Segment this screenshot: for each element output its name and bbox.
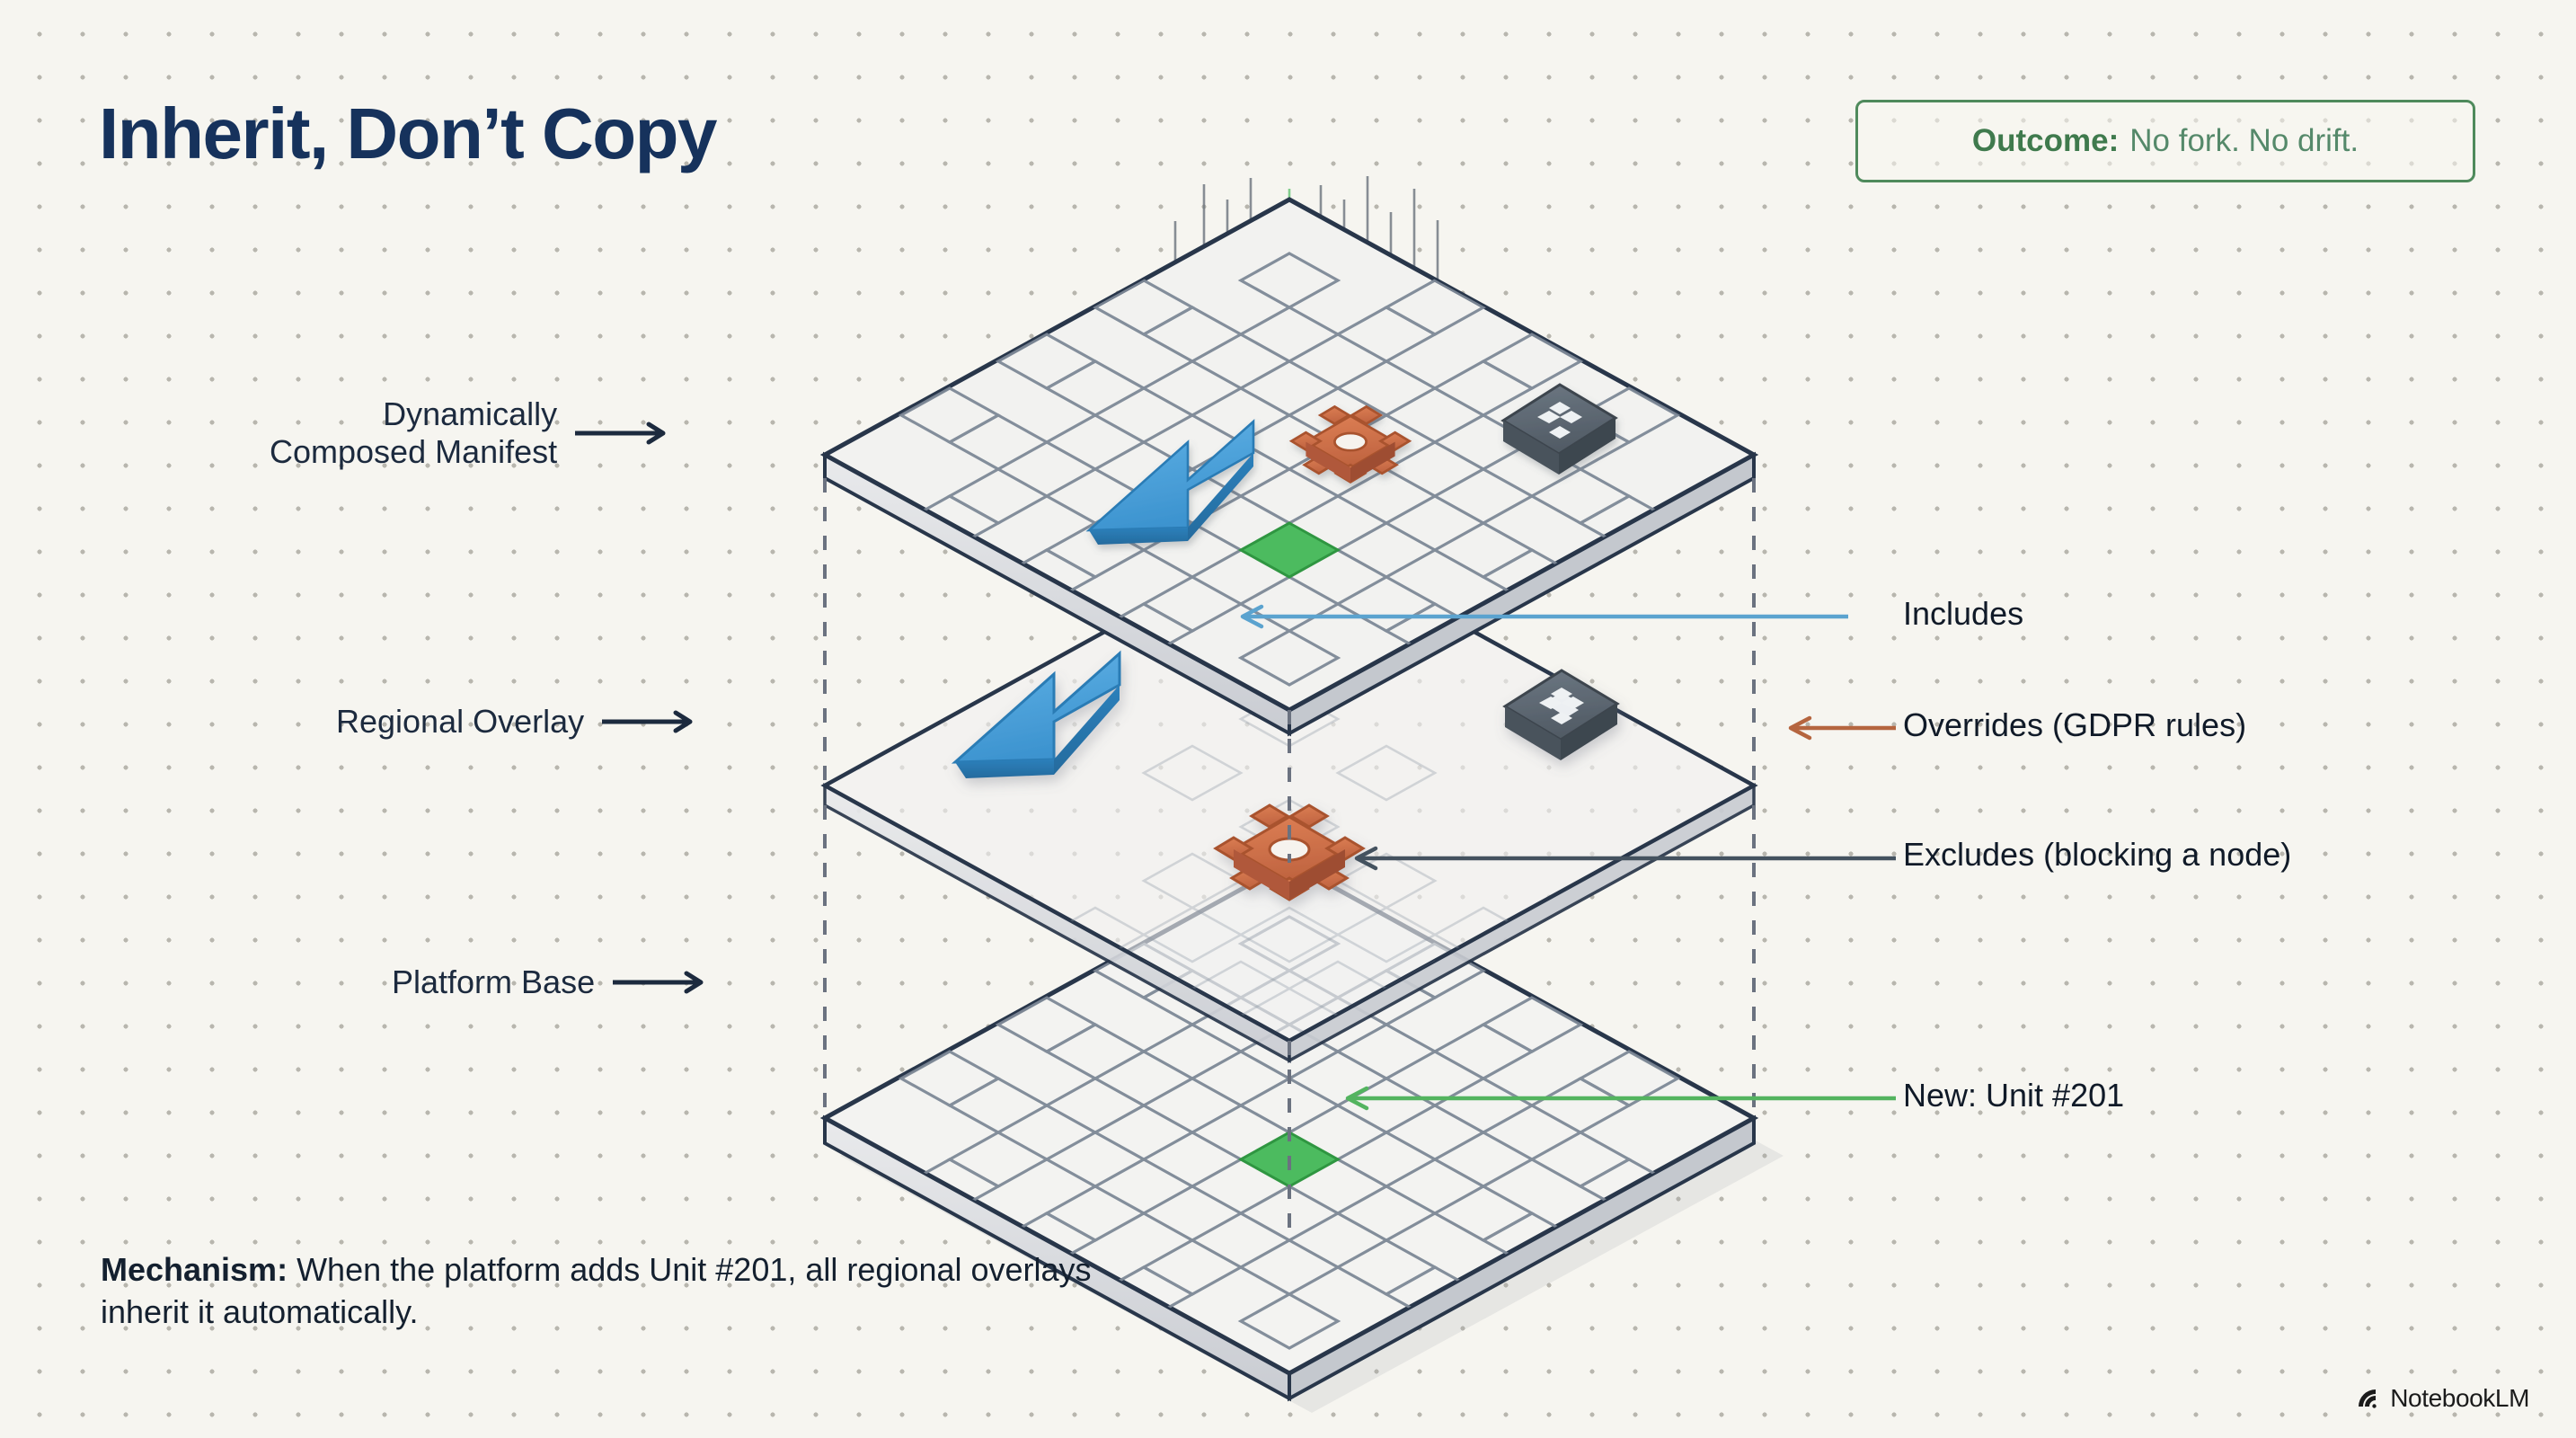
layer-regional-overlay	[820, 528, 1758, 1063]
plus-badge-icon	[1500, 383, 1618, 475]
arrow-down-left-icon	[951, 650, 1121, 778]
arrow-right-icon	[602, 710, 693, 733]
label-composed-manifest-line2: Composed Manifest	[270, 432, 558, 470]
annotation-overrides: Overrides (GDPR rules)	[1903, 706, 2246, 743]
label-composed-manifest: Dynamically Composed Manifest	[270, 395, 672, 471]
notebooklm-logo-icon	[2359, 1389, 2377, 1408]
annotation-new-unit-text: New: Unit #201	[1903, 1077, 2125, 1114]
notebooklm-watermark: NotebookLM	[2353, 1384, 2529, 1413]
propagation-lines	[1173, 176, 1439, 634]
outcome-label: Outcome:	[1971, 123, 2120, 158]
annotation-excludes-text: Excludes (blocking a node)	[1903, 836, 2292, 873]
page-title: Inherit, Don’t Copy	[99, 93, 718, 173]
green-node-icon	[1237, 1131, 1341, 1188]
arrow-right-icon	[575, 422, 666, 445]
green-node-icon	[1237, 521, 1341, 579]
notebooklm-brand-text: NotebookLM	[2390, 1384, 2529, 1412]
annotation-leaders	[1240, 604, 1896, 1111]
mechanism-text: When the platform adds Unit #201, all re…	[101, 1251, 1092, 1330]
annotation-includes: Includes	[1903, 595, 2023, 632]
annotation-includes-text: Includes	[1903, 595, 2024, 632]
leader-includes	[1240, 604, 1848, 629]
plus-badge-icon	[1502, 669, 1620, 760]
label-platform-base-line1: Platform Base	[392, 963, 596, 1000]
mechanism-note: Mechanism: When the platform adds Unit #…	[101, 1249, 1134, 1334]
annotation-excludes: Excludes (blocking a node)	[1903, 836, 2291, 873]
gear-icon	[1288, 404, 1412, 484]
label-composed-manifest-line1: Dynamically	[383, 395, 558, 432]
outcome-value: No fork. No drift.	[2129, 123, 2359, 158]
leader-excludes	[1354, 846, 1896, 871]
alignment-guides	[823, 478, 1756, 1240]
gear-icon	[1213, 803, 1366, 901]
layer-composed-manifest	[819, 197, 1759, 737]
label-regional-overlay-line1: Regional Overlay	[336, 703, 585, 740]
label-platform-base: Platform Base	[392, 963, 710, 1001]
annotation-new-unit: New: Unit #201	[1903, 1077, 2124, 1114]
annotation-overrides-text: Overrides (GDPR rules)	[1903, 706, 2247, 743]
mechanism-label: Mechanism:	[101, 1251, 288, 1288]
outcome-badge: Outcome: No fork. No drift.	[1855, 100, 2475, 182]
arrow-right-icon	[613, 971, 704, 994]
label-regional-overlay: Regional Overlay	[336, 703, 699, 741]
arrow-down-left-icon	[1085, 419, 1255, 545]
leader-overrides	[1788, 715, 1896, 741]
leader-new-unit	[1345, 1086, 1896, 1111]
